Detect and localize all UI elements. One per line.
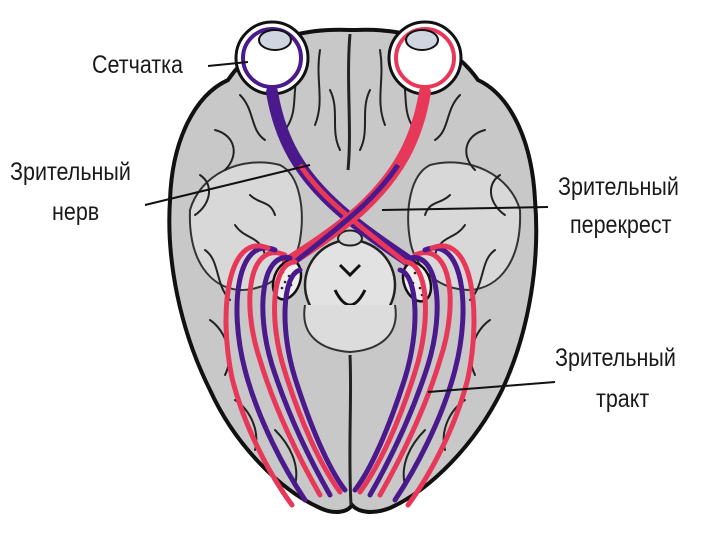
optic-tract-label-line2: тракт <box>596 385 650 413</box>
optic-chiasm-label-line1: Зрительный <box>558 173 679 201</box>
left-optic-radiation <box>223 243 348 508</box>
right-crossing-fibers <box>293 163 401 264</box>
pons-outline <box>303 304 397 354</box>
optic-tract-label-line1: Зрительный <box>555 344 676 372</box>
retina-leader-line <box>207 61 249 67</box>
optic-chiasm-label-line2: перекрест <box>570 211 672 239</box>
optic-tract-leader-line <box>427 381 556 393</box>
optic-nerve-leader-line <box>144 164 311 206</box>
optic-nerve-label-line1: Зрительный <box>10 158 131 186</box>
left-eye <box>234 20 310 96</box>
left-crossing-fibers <box>297 163 407 264</box>
retina-label: Сетчатка <box>92 51 183 79</box>
midline-fissure <box>346 33 353 506</box>
right-optic-radiation <box>352 243 477 508</box>
optic-nerve-label-line2: нерв <box>52 198 100 226</box>
optic-chiasm-leader-line <box>381 206 549 211</box>
right-eye <box>387 20 463 96</box>
pituitary <box>336 229 364 247</box>
left-temporal-lobe <box>188 161 303 292</box>
